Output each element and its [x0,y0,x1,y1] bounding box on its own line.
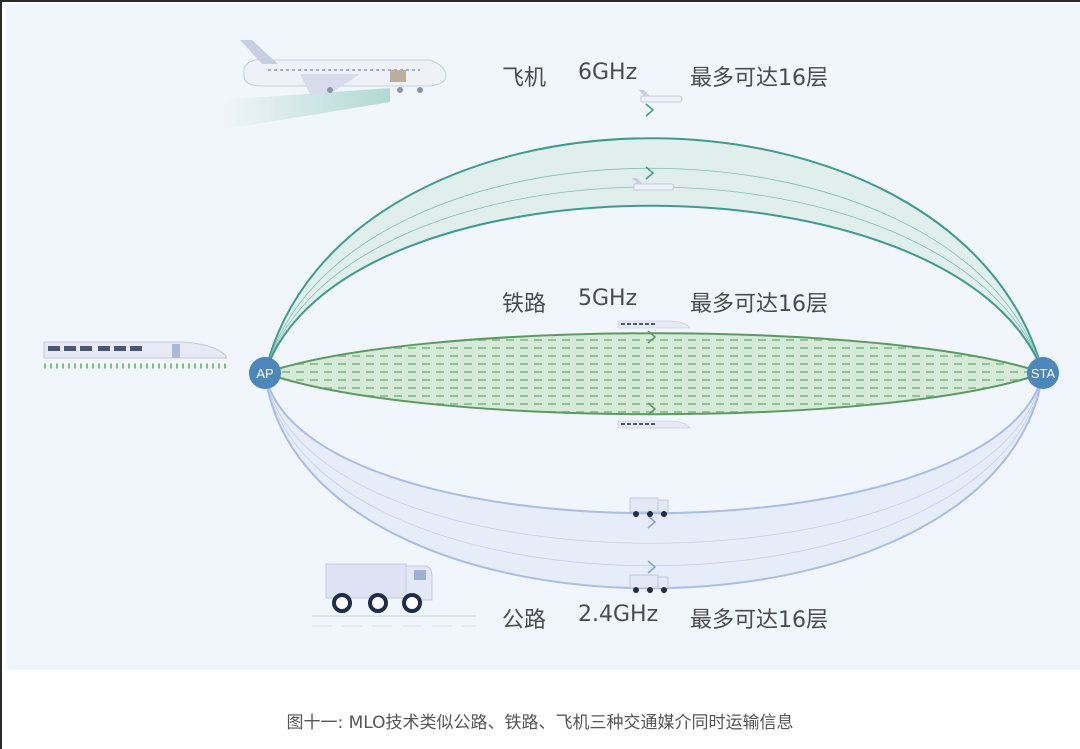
airplane-icon [639,90,683,103]
airplane-icon [632,178,675,191]
train-icon [617,320,691,329]
train-band-layers: 最多可达16层 [690,292,828,317]
train-icon [43,341,228,369]
truck-icon [629,574,669,593]
road-band [264,372,1044,590]
train-band-frequency: 5GHz [578,286,638,311]
frame-top-border [0,0,1080,2]
train-band-name: 铁路 [502,292,547,317]
airplane-band-layers: 最多可达16层 [690,66,828,91]
airplane-band-frequency: 6GHz [578,60,638,85]
train-icon [617,420,691,429]
airplane-band-name: 飞机 [502,66,547,91]
figure-caption: 图十一: MLO技术类似公路、铁路、飞机三种交通媒介同时运输信息 [286,713,794,733]
road-band-name: 公路 [502,608,547,633]
truck-icon [629,497,669,517]
ap-node: AP [249,357,281,389]
road-band-frequency: 2.4GHz [578,602,659,627]
truck-icon [312,563,476,627]
train-band [264,330,1044,416]
sta-node: STA [1027,357,1059,389]
frame-left-border [0,0,2,749]
airplane-icon [220,40,447,130]
airplane-band [264,103,1044,374]
road-band-layers: 最多可达16层 [690,608,828,633]
